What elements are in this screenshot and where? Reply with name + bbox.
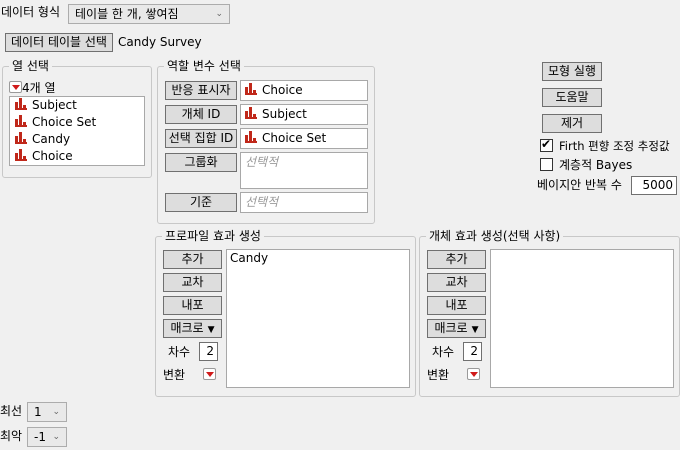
add-effect-button[interactable]: 추가 xyxy=(427,250,486,269)
transform-menu[interactable] xyxy=(203,368,216,382)
by-button[interactable]: 기준 xyxy=(165,193,237,212)
macros-button[interactable]: 매크로▼ xyxy=(163,319,222,338)
subject-effects-group: 개체 효과 생성(선택 사항) 추가 교차 내포 매크로▼ 차수 2 변환 xyxy=(419,228,680,397)
select-data-table-button[interactable]: 데이터 테이블 선택 xyxy=(5,33,113,52)
nest-button[interactable]: 내포 xyxy=(427,296,486,315)
profile-effects-group: 프로파일 효과 생성 추가 교차 내포 매크로▼ 차수 2 변환 Candy xyxy=(155,228,416,397)
column-list[interactable]: Subject Choice Set Candy Choice xyxy=(9,96,145,166)
dropdown-arrow-icon: ▼ xyxy=(471,325,479,335)
role-variables-group: 역할 변수 선택 반응 표시자 Choice 개체 ID Subject 선택 … xyxy=(157,58,375,224)
nominal-column-icon xyxy=(245,83,257,95)
red-triangle-menu-icon[interactable] xyxy=(467,368,480,380)
run-model-button[interactable]: 모형 실행 xyxy=(542,62,602,81)
column-count: 4개 열 xyxy=(22,81,56,95)
chevron-down-icon: ⌄ xyxy=(52,432,60,442)
dropdown-arrow-icon: ▼ xyxy=(207,325,215,335)
nominal-column-icon xyxy=(245,131,257,143)
column-select-group: 열 선택 4개 열 Subject Choice Set Candy Choic… xyxy=(2,58,152,178)
response-indicator-field[interactable]: Choice xyxy=(240,80,368,101)
list-item[interactable]: Choice xyxy=(10,148,144,165)
data-format-value: 테이블 한 개, 쌓여짐 xyxy=(75,7,179,21)
choice-set-id-button[interactable]: 선택 집합 ID xyxy=(165,129,237,148)
data-format-dropdown[interactable]: 테이블 한 개, 쌓여짐 ⌄ xyxy=(68,4,230,24)
list-item[interactable]: Candy xyxy=(10,131,144,148)
red-triangle-menu-icon[interactable] xyxy=(203,368,216,380)
group-by-field[interactable]: 선택적 xyxy=(240,152,368,189)
transform-menu[interactable] xyxy=(467,368,480,382)
add-effect-button[interactable]: 추가 xyxy=(163,250,222,269)
by-field[interactable]: 선택적 xyxy=(240,192,368,213)
subject-effects-title: 개체 효과 생성(선택 사항) xyxy=(426,228,564,244)
nominal-column-icon xyxy=(245,107,257,119)
nominal-column-icon xyxy=(15,115,27,127)
red-triangle-menu-icon[interactable] xyxy=(9,81,22,93)
remove-button[interactable]: 제거 xyxy=(542,114,602,133)
column-select-title: 열 선택 xyxy=(9,58,52,74)
best-label: 최선 xyxy=(0,404,23,418)
group-by-button[interactable]: 그룹화 xyxy=(165,153,237,172)
nominal-column-icon xyxy=(15,132,27,144)
worst-value: -1 xyxy=(34,430,46,444)
worst-dropdown[interactable]: -1 ⌄ xyxy=(27,427,67,447)
nominal-column-icon xyxy=(15,98,27,110)
profile-effects-title: 프로파일 효과 생성 xyxy=(162,228,264,244)
list-item[interactable]: Subject xyxy=(10,97,144,114)
degree-label: 차수 xyxy=(168,345,191,359)
hierarchical-bayes-checkbox[interactable] xyxy=(540,158,553,171)
nominal-column-icon xyxy=(15,149,27,161)
subject-id-field[interactable]: Subject xyxy=(240,104,368,125)
macros-button[interactable]: 매크로▼ xyxy=(427,319,486,338)
firth-checkbox[interactable] xyxy=(540,137,553,152)
choice-set-id-field[interactable]: Choice Set xyxy=(240,128,368,149)
table-name: Candy Survey xyxy=(118,35,202,49)
degree-input[interactable]: 2 xyxy=(463,342,482,361)
subject-effects-list[interactable] xyxy=(490,249,674,388)
transform-label: 변환 xyxy=(427,368,450,382)
firth-label: Firth 편향 조정 추정값 xyxy=(559,139,670,153)
degree-label: 차수 xyxy=(432,345,455,359)
help-button[interactable]: 도움말 xyxy=(542,88,602,107)
role-variables-title: 역할 변수 선택 xyxy=(164,58,244,74)
response-indicator-button[interactable]: 반응 표시자 xyxy=(165,81,237,100)
best-value: 1 xyxy=(34,405,42,419)
columns-header: 4개 열 xyxy=(9,80,56,96)
data-format-label: 데이터 형식 xyxy=(1,5,61,19)
cross-button[interactable]: 교차 xyxy=(163,273,222,292)
worst-label: 최악 xyxy=(0,429,23,443)
chevron-down-icon: ⌄ xyxy=(215,9,223,19)
chevron-down-icon: ⌄ xyxy=(52,407,60,417)
profile-effects-list[interactable]: Candy xyxy=(226,249,410,388)
bayes-iterations-input[interactable]: 5000 xyxy=(631,176,677,195)
hierarchical-bayes-label: 계층적 Bayes xyxy=(559,158,633,172)
nest-button[interactable]: 내포 xyxy=(163,296,222,315)
list-item[interactable]: Choice Set xyxy=(10,114,144,131)
list-item[interactable]: Candy xyxy=(230,251,269,265)
bayes-iterations-label: 베이지안 반복 수 xyxy=(537,178,622,192)
degree-input[interactable]: 2 xyxy=(199,342,218,361)
transform-label: 변환 xyxy=(163,368,186,382)
subject-id-button[interactable]: 개체 ID xyxy=(165,105,237,124)
cross-button[interactable]: 교차 xyxy=(427,273,486,292)
best-dropdown[interactable]: 1 ⌄ xyxy=(27,402,67,422)
